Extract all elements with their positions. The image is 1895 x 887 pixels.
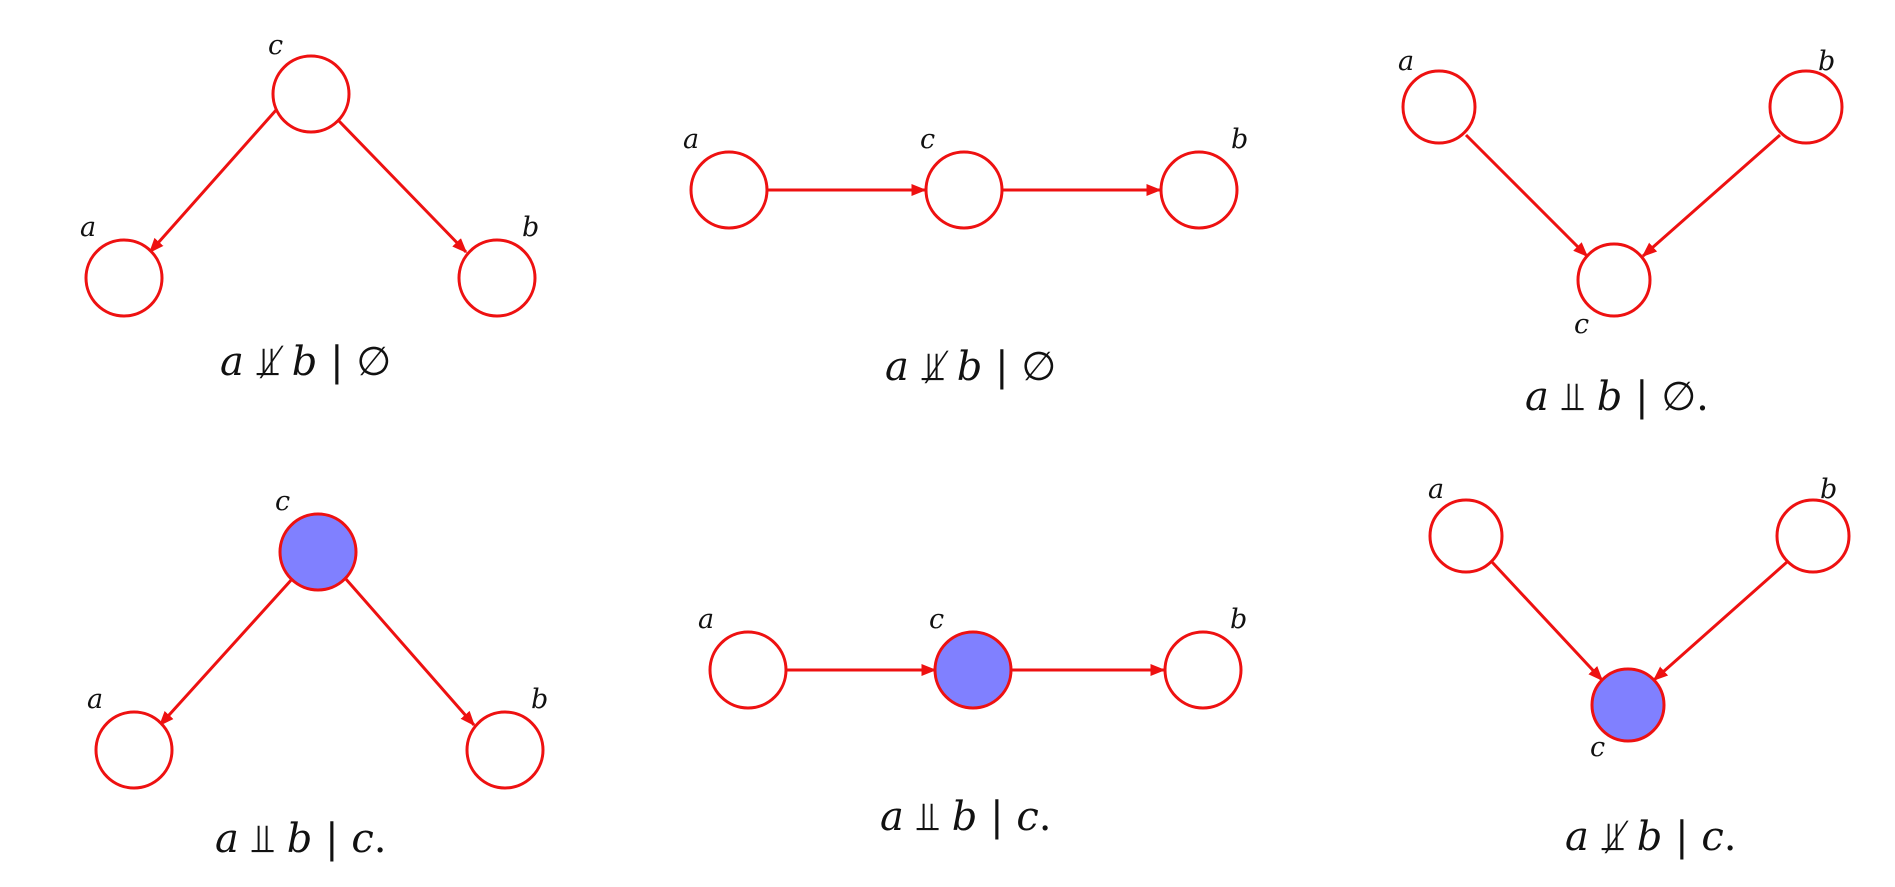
- caption-relation: ⫫: [252, 816, 275, 862]
- edges: [148, 99, 468, 254]
- independence-caption: a ⫫̸ b | ∅: [220, 339, 391, 385]
- edge-c-to-a: [158, 576, 295, 727]
- node-label-c: c: [268, 30, 283, 61]
- node-c: [1576, 242, 1652, 318]
- independence-caption: a ⫫ b | c.: [215, 816, 386, 862]
- caption-end: .: [1724, 814, 1737, 860]
- edges: [158, 576, 476, 727]
- caption-left: a: [885, 344, 909, 390]
- caption-relation: ⫫̸: [1602, 814, 1629, 860]
- caption-given: c: [1701, 814, 1723, 860]
- node-b: [1775, 498, 1851, 574]
- node-a: [84, 238, 164, 318]
- node-label-b: b: [531, 684, 548, 715]
- caption-right: b: [957, 344, 983, 390]
- panel-collider-observed: a b c a ⫫̸ b | c.: [1428, 474, 1851, 860]
- node-b: [1163, 630, 1243, 710]
- edge-b-to-c: [1641, 133, 1781, 258]
- caption-end: .: [1039, 794, 1052, 840]
- node-label-a: a: [87, 684, 103, 715]
- caption-given: c: [351, 816, 373, 862]
- caption-relation: ⫫̸: [257, 339, 284, 385]
- caption-given: c: [1016, 794, 1038, 840]
- caption-left: a: [1525, 374, 1549, 420]
- panel-collider-unobserved: a b c a ⫫ b | ∅.: [1398, 46, 1844, 420]
- node-label-c: c: [275, 486, 290, 517]
- caption-bar: |: [1635, 374, 1648, 420]
- node-label-c: c: [1574, 309, 1589, 340]
- caption-given: ∅: [1021, 344, 1056, 390]
- panel-common-cause-unobserved: c a b a ⫫̸ b | ∅: [80, 30, 539, 385]
- caption-end: .: [374, 816, 387, 862]
- panel-chain-observed: a c b a ⫫ b | c.: [698, 604, 1247, 840]
- edge-b-to-c: [1652, 560, 1788, 682]
- independence-caption: a ⫫̸ b | ∅: [885, 344, 1056, 390]
- caption-left: a: [220, 339, 244, 385]
- node-b: [1768, 69, 1844, 145]
- node-label-c: c: [1590, 732, 1605, 763]
- node-a: [1428, 498, 1504, 574]
- edge-c-to-b: [336, 118, 468, 254]
- node-label-a: a: [698, 604, 714, 635]
- node-a: [689, 150, 769, 230]
- node-label-b: b: [1820, 474, 1837, 505]
- edges: [1490, 560, 1788, 682]
- caption-bar: |: [325, 816, 338, 862]
- node-c-observed: [933, 630, 1013, 710]
- caption-end: .: [1696, 374, 1709, 420]
- node-label-b: b: [1230, 604, 1247, 635]
- caption-right: b: [1597, 374, 1623, 420]
- caption-bar: |: [995, 344, 1008, 390]
- caption-right: b: [292, 339, 318, 385]
- node-label-c: c: [929, 604, 944, 635]
- node-c: [271, 54, 351, 134]
- panel-common-cause-observed: c a b a ⫫ b | c.: [87, 486, 548, 862]
- caption-left: a: [880, 794, 904, 840]
- caption-relation: ⫫: [917, 794, 940, 840]
- caption-bar: |: [330, 339, 343, 385]
- node-b: [1159, 150, 1239, 230]
- caption-relation: ⫫: [1562, 374, 1585, 420]
- edge-c-to-b: [343, 577, 476, 727]
- node-a: [1401, 69, 1477, 145]
- node-c-observed: [1590, 667, 1666, 743]
- edge-a-to-c: [1490, 560, 1604, 682]
- node-c: [924, 150, 1004, 230]
- node-label-a: a: [1428, 474, 1444, 505]
- node-label-c: c: [920, 124, 935, 155]
- caption-left: a: [1565, 814, 1589, 860]
- caption-bar: |: [1675, 814, 1688, 860]
- panel-chain-unobserved: a c b a ⫫̸ b | ∅: [683, 124, 1248, 390]
- independence-caption: a ⫫ b | ∅.: [1525, 374, 1709, 420]
- independence-caption: a ⫫̸ b | c.: [1565, 814, 1736, 860]
- caption-given: ∅: [1661, 374, 1696, 420]
- node-b: [465, 710, 545, 790]
- caption-left: a: [215, 816, 239, 862]
- caption-relation: ⫫̸: [922, 344, 949, 390]
- node-label-b: b: [1231, 124, 1248, 155]
- caption-bar: |: [990, 794, 1003, 840]
- caption-right: b: [952, 794, 978, 840]
- node-b: [457, 238, 537, 318]
- caption-right: b: [287, 816, 313, 862]
- node-c-observed: [278, 512, 358, 592]
- caption-given: ∅: [356, 339, 391, 385]
- node-a: [94, 710, 174, 790]
- caption-right: b: [1637, 814, 1663, 860]
- node-a: [708, 630, 788, 710]
- edges: [1464, 133, 1781, 258]
- edge-a-to-c: [1464, 133, 1589, 258]
- independence-caption: a ⫫ b | c.: [880, 794, 1051, 840]
- node-label-b: b: [522, 212, 539, 243]
- edge-c-to-a: [148, 99, 287, 254]
- node-label-a: a: [683, 124, 699, 155]
- node-label-b: b: [1818, 46, 1835, 77]
- node-label-a: a: [1398, 46, 1414, 77]
- node-label-a: a: [80, 212, 96, 243]
